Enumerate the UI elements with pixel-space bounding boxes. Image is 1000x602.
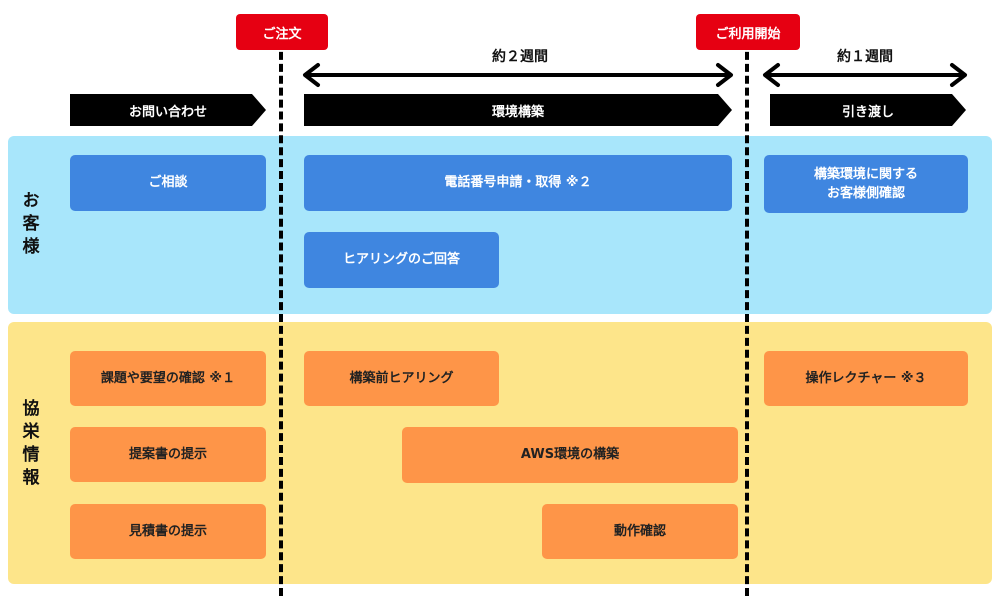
task-phone-number: 電話番号申請・取得 ※２ [304,155,732,211]
task-consult: ご相談 [70,155,266,211]
order-milestone-line [279,40,283,596]
task-proposal: 提案書の提示 [70,427,266,482]
task-lecture: 操作レクチャー ※３ [764,351,968,406]
task-customer-confirm: 構築環境に関する お客様側確認 [764,155,968,213]
start-use-milestone-line [745,40,749,596]
customer-lane-label: お客様 [18,190,39,260]
phase-build: 環境構築 [304,94,732,126]
partner-lane-label: 協栄情報 [18,399,39,491]
order-milestone-badge: ご注文 [236,14,328,50]
task-hearing-answer: ヒアリングのご回答 [304,232,499,288]
task-requirements: 課題や要望の確認 ※１ [70,351,266,406]
task-test: 動作確認 [542,504,738,559]
build-duration-arrow [303,63,733,87]
start-use-milestone-badge: ご利用開始 [696,14,800,50]
task-pre-hearing: 構築前ヒアリング [304,351,499,406]
build-duration-label: 約２週間 [492,49,548,65]
phase-inquiry: お問い合わせ [70,94,266,126]
task-estimate: 見積書の提示 [70,504,266,559]
phase-handover: 引き渡し [770,94,966,126]
handover-duration-arrow [763,63,967,87]
handover-duration-label: 約１週間 [837,49,893,65]
task-aws-build: AWS環境の構築 [402,427,738,483]
